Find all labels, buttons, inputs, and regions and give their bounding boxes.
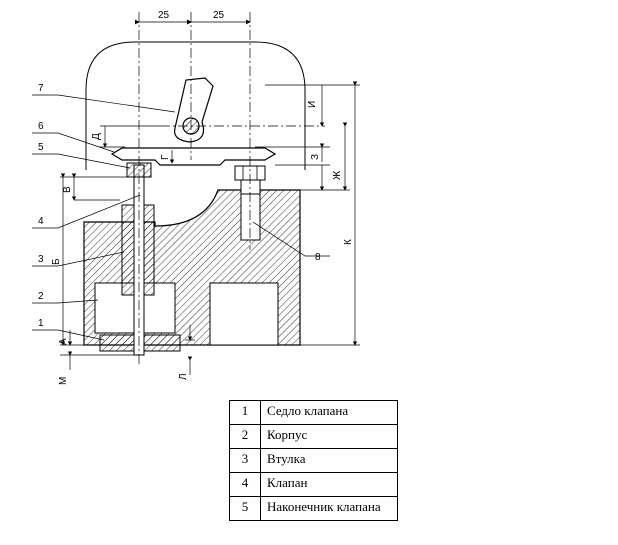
dim-letter-a: А xyxy=(58,338,69,345)
legend-name: Наконечник клапана xyxy=(260,496,398,521)
callout-leaders xyxy=(32,94,330,341)
rocker-envelope xyxy=(85,41,306,170)
callout-2: 2 xyxy=(38,291,44,302)
dim-letter-m: М xyxy=(58,377,69,385)
right-dimension-lines xyxy=(255,81,360,346)
legend-name: Седло клапана xyxy=(260,400,398,425)
callout-4: 4 xyxy=(38,216,44,227)
callout-8: 8 xyxy=(315,252,321,263)
dim-letter-v: В xyxy=(62,186,73,193)
callout-3: 3 xyxy=(38,254,44,265)
table-row: 2 Корпус xyxy=(229,424,398,449)
callout-6: 6 xyxy=(38,121,44,132)
callout-7: 7 xyxy=(38,83,44,94)
callout-1: 1 xyxy=(38,318,44,329)
dim-letter-i: И xyxy=(307,101,318,108)
legend-name: Втулка xyxy=(260,448,398,473)
dim-letter-g: Г xyxy=(160,154,171,160)
table-row: 1 Седло клапана xyxy=(229,400,398,425)
dim-letter-l: Л xyxy=(178,373,189,380)
legend-name: Клапан xyxy=(260,472,398,497)
dim-letter-z: З xyxy=(310,154,321,160)
callout-5: 5 xyxy=(38,142,44,153)
dim-25-left: 25 xyxy=(158,10,170,21)
legend-num: 2 xyxy=(229,424,261,449)
legend-num: 5 xyxy=(229,496,261,521)
left-dimension-lines xyxy=(60,125,195,375)
table-row: 3 Втулка xyxy=(229,448,398,473)
dim-letter-d: Д xyxy=(91,133,102,140)
legend-num: 3 xyxy=(229,448,261,473)
dim-letter-k: К xyxy=(343,239,354,245)
valve-body xyxy=(83,189,301,346)
dim-letter-zh: Ж xyxy=(332,170,343,180)
dim-25-right: 25 xyxy=(213,10,225,21)
legend-num: 1 xyxy=(229,400,261,425)
centre-lines xyxy=(138,12,325,365)
table-row: 4 Клапан xyxy=(229,472,398,497)
table-row: 5 Наконечник клапана xyxy=(229,496,398,521)
dim-letter-b: Б xyxy=(51,258,62,265)
valve-assembly-drawing: 25 25 И З Ж К Д Г В Б А М Л xyxy=(32,10,360,385)
parts-legend-table: 1 Седло клапана 2 Корпус 3 Втулка 4 Клап… xyxy=(229,400,398,521)
legend-num: 4 xyxy=(229,472,261,497)
rocker-arm xyxy=(110,77,277,166)
legend-name: Корпус xyxy=(260,424,398,449)
